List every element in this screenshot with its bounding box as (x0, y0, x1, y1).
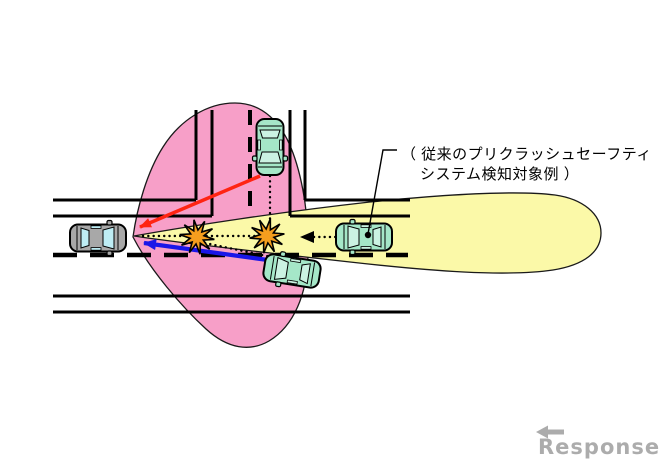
side-window (90, 225, 102, 229)
car-mirror (282, 155, 289, 162)
car-mirror (275, 281, 282, 288)
ego-vehicle (69, 219, 127, 257)
trunk-line (310, 262, 316, 287)
side-window (257, 139, 261, 151)
annotation-leader-line (367, 149, 397, 235)
annotation-anchor-dot (364, 231, 372, 239)
side-window (279, 139, 283, 151)
car-mirror (279, 251, 287, 258)
side-window (290, 258, 302, 264)
car-mirror (106, 219, 113, 226)
windshield (258, 151, 282, 164)
annotation-line-1: （ 従来のプリクラッシュセーフティ (401, 146, 652, 163)
windshield (347, 225, 360, 249)
rear-window (259, 129, 281, 139)
hood-line (269, 255, 275, 280)
burst-shape (249, 218, 285, 254)
collision-burst-icon (249, 218, 285, 254)
windshield (273, 256, 289, 280)
side-window (360, 224, 372, 228)
watermark-text: Response. (538, 435, 660, 459)
rear-window (299, 263, 311, 285)
cut-in-vehicle (262, 251, 322, 289)
annotation-line-2: システム検知対象例 ） (420, 166, 579, 183)
oncoming-vehicle (335, 218, 393, 256)
side-window (90, 247, 102, 251)
car-mirror (106, 250, 113, 257)
burst-shape (179, 219, 215, 255)
side-window (286, 279, 298, 285)
oncoming-direction-arrowhead (300, 231, 314, 243)
car-mirror (251, 155, 258, 162)
collision-burst-icon (179, 219, 215, 255)
rear-window (80, 227, 90, 249)
car-mirror (349, 218, 356, 225)
crossing-vehicle (251, 118, 289, 176)
car-mirror (349, 249, 356, 256)
windshield (102, 226, 115, 250)
watermark: Response. (536, 425, 660, 459)
red-detection-arrow (139, 174, 261, 229)
blue-detection-arrow (143, 239, 269, 263)
rear-window (372, 226, 382, 248)
side-window (360, 246, 372, 250)
watermark-arrow-icon (536, 425, 564, 439)
